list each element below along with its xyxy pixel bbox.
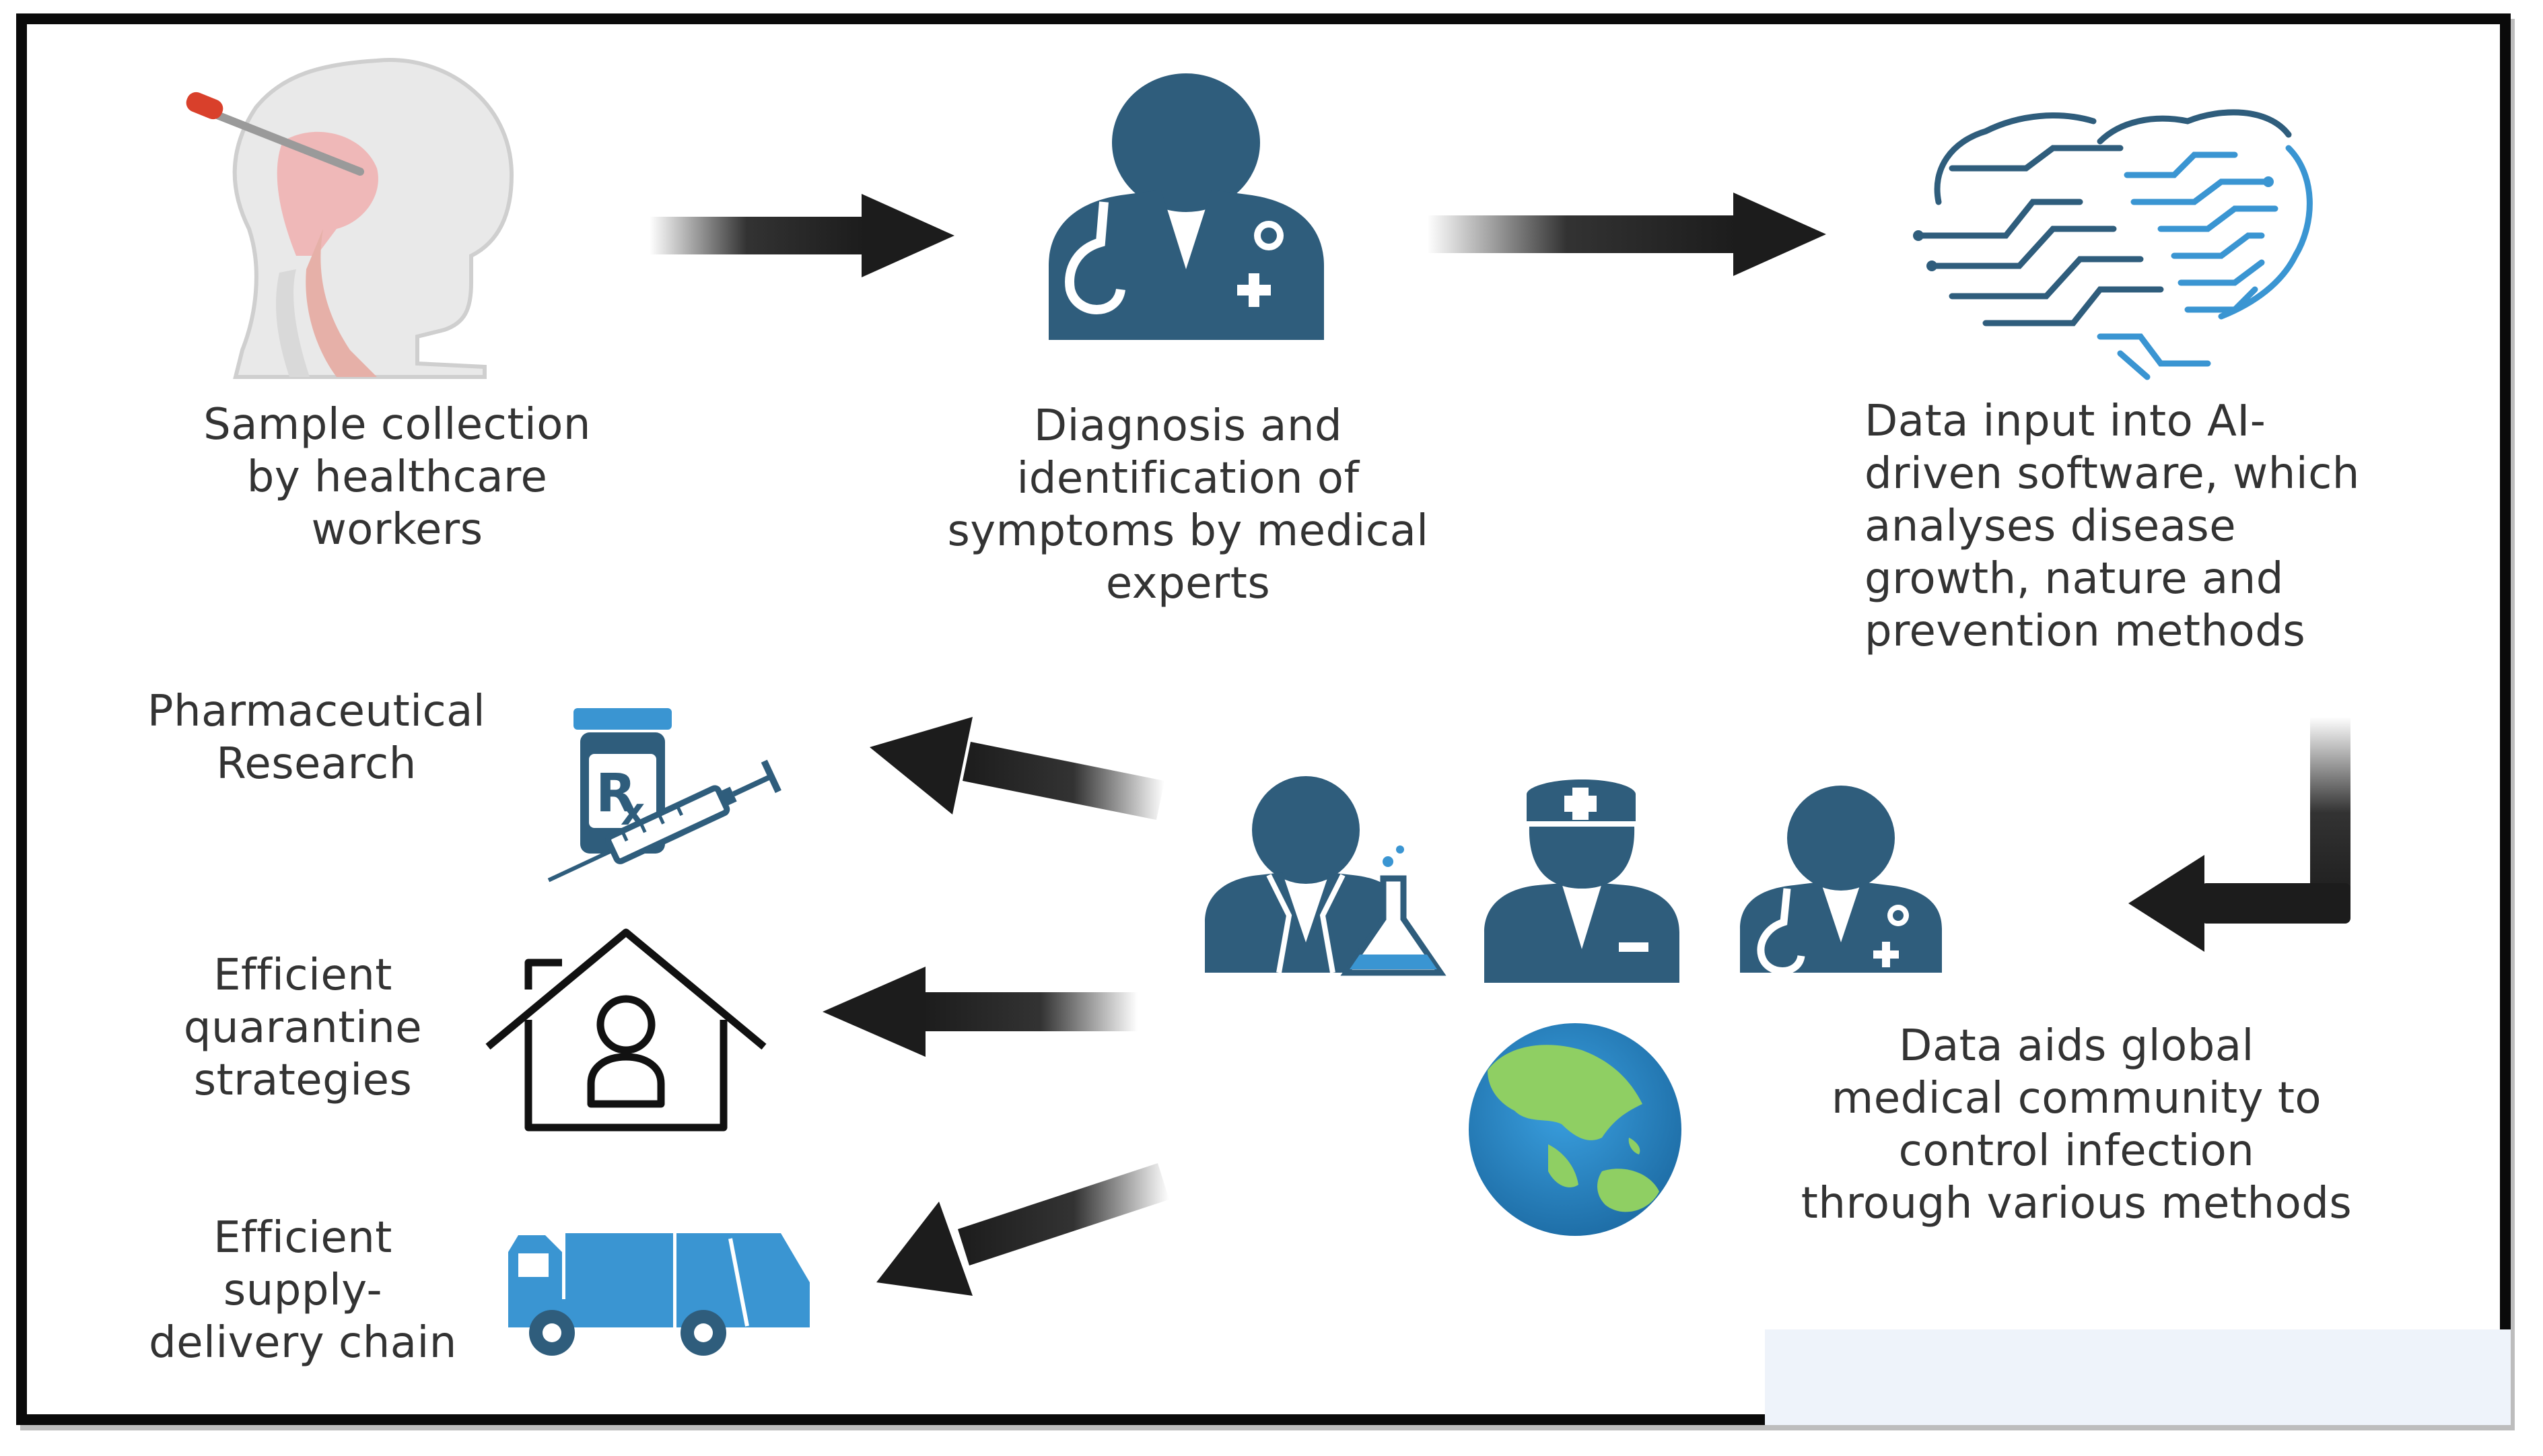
doctor-icon [1049,73,1324,340]
prescription-syringe-icon: R x [547,708,781,882]
arrow-left-supply [876,1163,1169,1296]
outcome-quarantine-label: Efficient quarantine strategies [183,950,423,1105]
arrow-left-quarantine [823,967,1138,1057]
nurse-icon [1484,779,1679,983]
outcome-supply-label: Efficient supply- delivery chain [149,1213,457,1368]
swab-head-icon [186,58,514,379]
step-global-community-label: Data aids global medical community to co… [1801,1021,2353,1228]
home-quarantine-icon [485,928,767,1132]
globe-icon [1469,1023,1681,1236]
doctor-small-icon [1740,786,1942,975]
step-diagnosis-label: Diagnosis and identification of symptoms… [947,401,1429,609]
arrow-down-left [2128,717,2350,952]
corner-tint [1765,1329,2511,1425]
svg-text:R: R [596,763,636,824]
arrow-right-1 [650,194,954,277]
ai-brain-icon [1913,109,2313,380]
arrow-right-2 [1427,193,1826,276]
delivery-truck-icon [508,1233,810,1356]
scientist-icon [1205,776,1447,976]
step-sample-collection-label: Sample collection by healthcare workers [203,400,591,555]
step-ai-input-label: Data input into AI- driven software, whi… [1865,396,2360,656]
outcome-pharma-label: Pharmaceutical Research [147,687,486,789]
arrow-left-pharma [870,717,1164,820]
